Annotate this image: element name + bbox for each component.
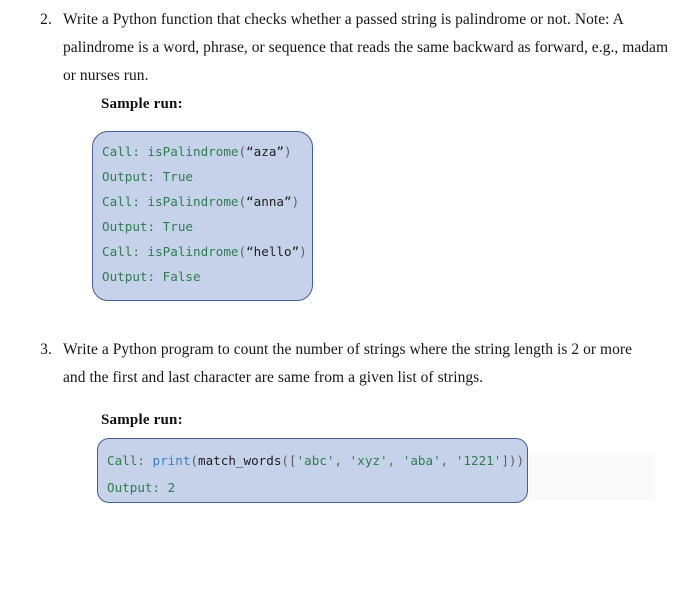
- sample-run-heading: Sample run:: [101, 412, 183, 428]
- code-token-paren-close: ): [299, 244, 307, 259]
- question-text: Write a Python program to count the numb…: [63, 341, 633, 386]
- code-line: Output: True: [102, 214, 312, 239]
- code-token-function: isPalindrome: [147, 144, 239, 159]
- code-token-paren-close: ): [291, 194, 300, 209]
- code-token-function: isPalindrome: [147, 194, 239, 209]
- code-token-prefix: Call:: [107, 453, 153, 468]
- code-token-function: match_words: [198, 453, 282, 468]
- sample-run-heading: Sample run:: [101, 96, 183, 112]
- code-token-paren-close: ): [284, 144, 292, 159]
- code-token-value: True: [162, 169, 194, 184]
- code-token-argument: “hello”: [246, 244, 300, 259]
- code-line: Output: False: [102, 264, 312, 289]
- question-text: Write a Python function that checks whet…: [63, 11, 669, 84]
- code-token-bracket-open: ([: [281, 453, 297, 468]
- code-line: Output: True: [102, 164, 312, 189]
- code-line: Call: isPalindrome(“anna”): [102, 189, 312, 214]
- code-token-prefix: Output:: [102, 219, 163, 234]
- code-line: Call: isPalindrome(“hello”): [102, 239, 312, 264]
- code-token-list-literal: 'abc', 'xyz', 'aba', '1221': [296, 453, 502, 468]
- code-token-paren-open: (: [238, 144, 247, 159]
- code-token-argument: “aza”: [246, 144, 285, 159]
- question-item-2: 2. Write a Python function that checks w…: [22, 6, 672, 90]
- code-sample-block-1: Call: isPalindrome(“aza”) Output: True C…: [92, 131, 313, 301]
- code-token-print: print: [152, 453, 191, 468]
- code-sample-block-2: Call: print(match_words(['abc', 'xyz', '…: [97, 438, 528, 503]
- code-token-output: Output: 2: [107, 480, 176, 495]
- code-line: Call: print(match_words(['abc', 'xyz', '…: [107, 447, 527, 474]
- question-number: 2.: [40, 11, 52, 28]
- code-line: Output: 2: [107, 474, 527, 501]
- code-token-prefix: Call:: [102, 144, 148, 159]
- code-token-value: True: [162, 219, 194, 234]
- code-line: Call: isPalindrome(“aza”): [102, 139, 312, 164]
- question-item-3: 3. Write a Python program to count the n…: [22, 336, 662, 392]
- code-token-paren-open: (: [190, 453, 199, 468]
- code-token-prefix: Call:: [102, 194, 148, 209]
- code-token-paren-open: (: [238, 244, 247, 259]
- code-token-bracket-close: ])): [501, 453, 525, 468]
- code-token-prefix: Output:: [102, 169, 163, 184]
- code-token-argument: “anna”: [246, 194, 292, 209]
- scan-artifact: [529, 455, 655, 500]
- code-token-prefix: Output:: [102, 269, 163, 284]
- question-number: 3.: [40, 341, 52, 358]
- code-token-prefix: Call:: [102, 244, 148, 259]
- code-token-paren-open: (: [238, 194, 247, 209]
- code-token-value: False: [162, 269, 201, 284]
- code-token-function: isPalindrome: [147, 244, 239, 259]
